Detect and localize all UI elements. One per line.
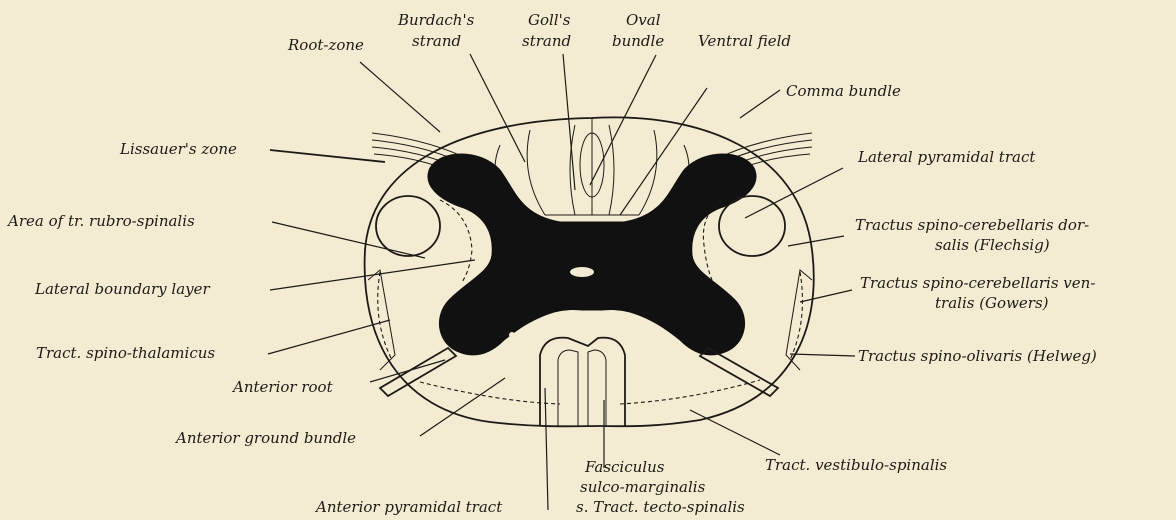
label-spino-olivaris: Tractus spino-olivaris (Helweg) [858, 347, 1097, 365]
label-spino-cerebellaris-ventralis-1: Tractus spino-cerebellaris ven- [860, 274, 1095, 292]
label-burdach-2: strand [412, 32, 461, 50]
central-canal [570, 267, 594, 277]
label-vestibulo: Tract. vestibulo-spinalis [765, 456, 947, 474]
lateral-boundary-left [440, 200, 472, 282]
label-anterior-pyramidal: Anterior pyramidal tract [314, 498, 503, 516]
anterior-median-fissure [540, 338, 625, 426]
label-spino-cerebellaris-dorsalis-2: salis (Flechsig) [935, 236, 1050, 254]
label-fasciculus-1: Fasciculus [584, 458, 665, 476]
label-spino-cerebellaris-ventralis-2: tralis (Gowers) [935, 294, 1049, 312]
label-oval-2: bundle [612, 32, 664, 50]
label-goll-1: Goll's [528, 11, 571, 29]
lateral-pyramidal-area-right [719, 196, 785, 256]
label-lissauer: Lissauer's zone [119, 140, 237, 158]
label-lateral-boundary: Lateral boundary layer [34, 280, 210, 298]
label-spino-thalamicus: Tract. spino-thalamicus [36, 344, 215, 362]
label-anterior-root: Anterior root [231, 378, 334, 396]
label-goll-2: strand [522, 32, 571, 50]
label-fasciculus-2: sulco-marginalis [580, 478, 706, 496]
label-oval-1: Oval [626, 11, 661, 29]
label-ventral-field: Ventral field [698, 32, 791, 50]
label-lateral-pyramidal: Lateral pyramidal tract [857, 148, 1036, 166]
label-burdach-1: Burdach's [397, 11, 475, 29]
label-fasciculus-3: s. Tract. tecto-spinalis [576, 498, 745, 516]
label-comma-bundle: Comma bundle [786, 82, 901, 100]
rubrospinal-area-left [376, 196, 440, 256]
label-spino-cerebellaris-dorsalis-1: Tractus spino-cerebellaris dor- [855, 216, 1089, 234]
anterior-roots [380, 348, 778, 396]
label-anterior-ground: Anterior ground bundle [174, 429, 356, 447]
label-rubro-spinalis: Area of tr. rubro-spinalis [6, 212, 195, 230]
posterior-columns [495, 118, 689, 215]
label-root-zone: Root-zone [287, 36, 364, 54]
